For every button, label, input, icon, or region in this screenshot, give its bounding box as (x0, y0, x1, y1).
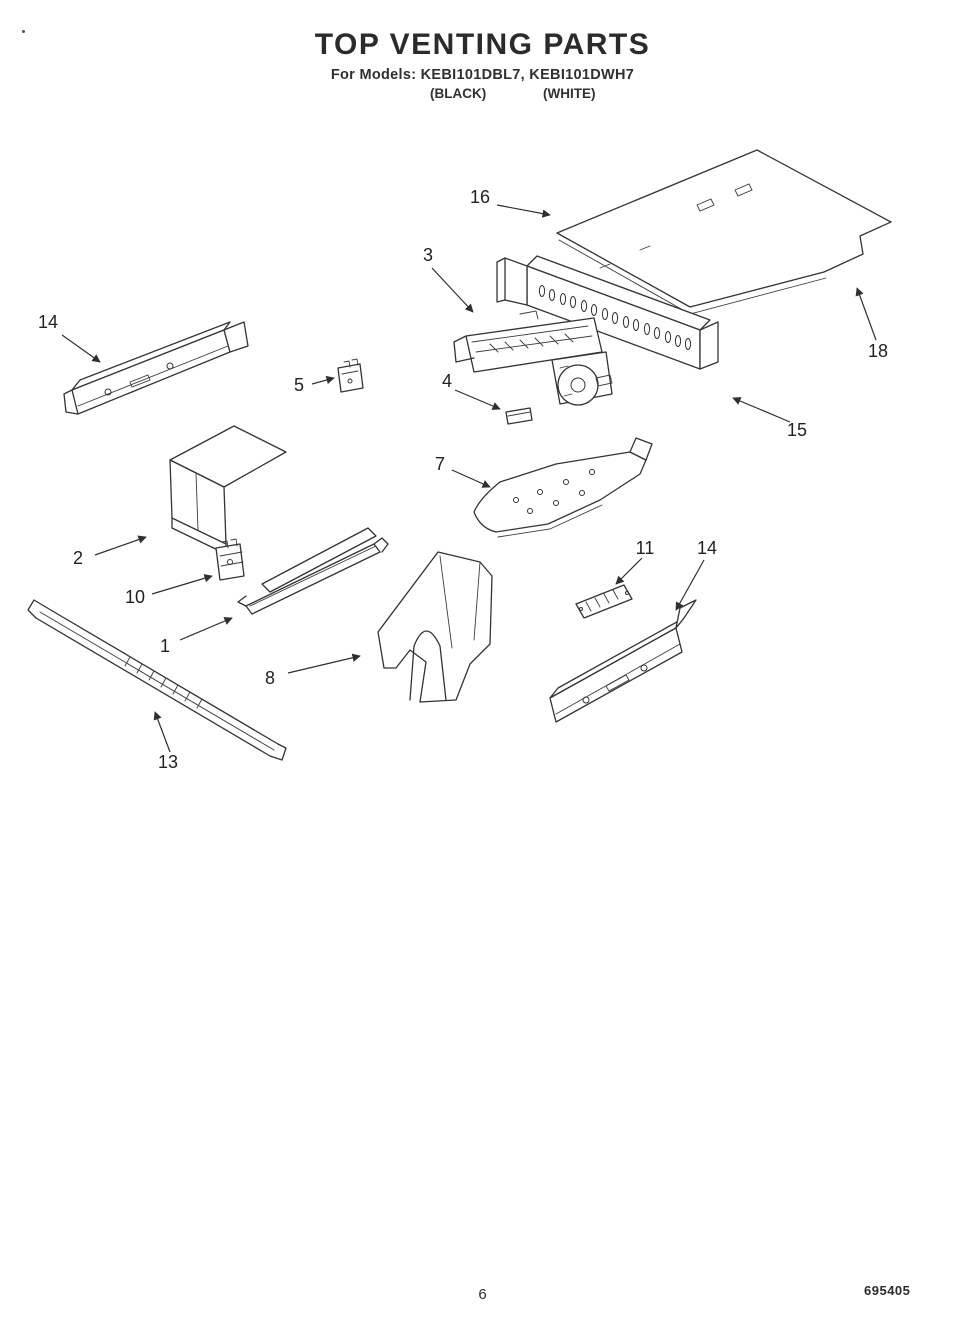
part-7-vent-plate (473, 437, 653, 538)
page-header: TOP VENTING PARTS For Models: KEBI101DBL… (0, 28, 965, 104)
scan-artifact (22, 30, 25, 33)
callout-7: 7 (434, 454, 446, 474)
models-line: For Models: KEBI101DBL7, KEBI101DWH7 (330, 67, 635, 83)
callout-18: 18 (867, 341, 889, 361)
part-14-left-bracket (63, 321, 249, 415)
callout-14-left: 14 (37, 312, 59, 332)
page-number: 6 (478, 1286, 487, 1303)
callout-8: 8 (264, 668, 276, 688)
callout-15: 15 (786, 420, 808, 440)
part-1-rail (237, 527, 389, 615)
color-variant-white: (WHITE) (543, 86, 596, 101)
part-3-blower-assembly (453, 310, 613, 406)
part-13-long-rail (27, 599, 287, 761)
part-4-clip (505, 407, 533, 425)
part-15-vent-channel (496, 255, 719, 370)
part-14-right-bracket (549, 599, 697, 723)
callout-11: 11 (635, 538, 655, 558)
callout-3: 3 (422, 245, 434, 265)
part-11-slotted-strip (575, 584, 633, 619)
page-title: TOP VENTING PARTS (314, 28, 651, 61)
part-8-arch-bracket (377, 551, 493, 703)
color-variants: (BLACK) (WHITE) (0, 86, 965, 104)
callout-13: 13 (157, 752, 179, 772)
callout-4: 4 (441, 371, 453, 391)
callout-10: 10 (124, 587, 146, 607)
part-10-switch (215, 538, 245, 581)
document-number: 695405 (864, 1283, 911, 1298)
callout-2: 2 (72, 548, 84, 568)
callout-16: 16 (469, 187, 491, 207)
callout-1: 1 (159, 636, 171, 656)
color-variant-black: (BLACK) (430, 86, 487, 101)
callout-5: 5 (293, 375, 305, 395)
part-5-switch (337, 358, 364, 393)
leader-lines (61, 204, 877, 753)
part-2-duct (169, 425, 287, 555)
callout-14-right: 14 (696, 538, 718, 558)
